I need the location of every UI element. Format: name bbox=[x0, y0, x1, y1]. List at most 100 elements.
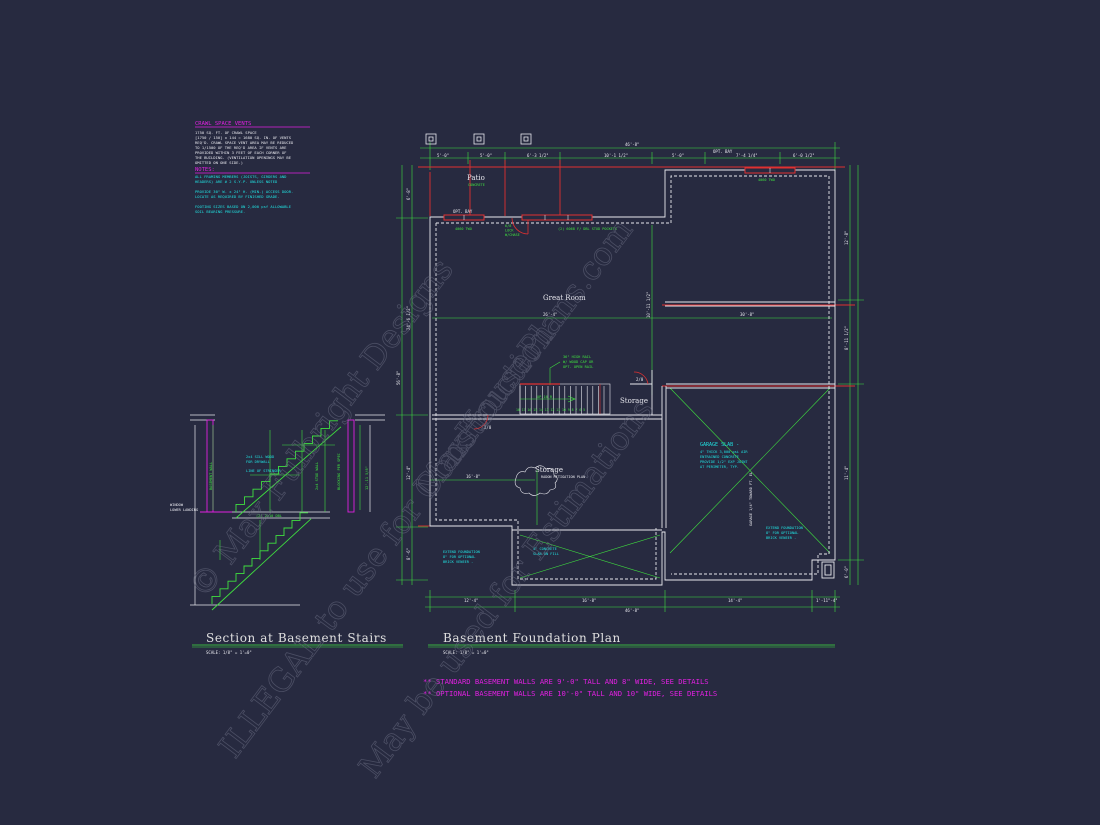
note-line: FOOTING SIZES BASED ON 2,000 psf ALLOWAB… bbox=[195, 204, 292, 209]
upper-stair-flight-stringer bbox=[235, 426, 342, 519]
dim-top-overall: 46'-8" bbox=[625, 142, 639, 147]
dim-mid-vert: 10'-11 1/2" bbox=[646, 292, 651, 319]
crawl-space-line: TO 1/1500 OF THE REQ'D AREA IF VENTS ARE bbox=[195, 145, 287, 150]
dim-mid-right: 30'-8" bbox=[740, 312, 754, 317]
bottom-notes: ** STANDARD BASEMENT WALLS ARE 9'-0" TAL… bbox=[423, 677, 717, 698]
dim-left-seg: 6'-8" bbox=[406, 188, 411, 200]
crawl-space-line: PROVIDED WITHIN 3 FEET OF EACH CORNER OF bbox=[195, 150, 287, 155]
note-line: LOCATE AS REQUIRED BY FINISHED GRADE. bbox=[195, 194, 280, 199]
dim-bottom-seg: 14'-4" bbox=[728, 598, 742, 603]
dim-top-seg: 6'-3 1/2" bbox=[527, 153, 549, 158]
dim-bottom-seg: 1'-11"-4" bbox=[816, 598, 838, 603]
crawl-space-line: 1750 SQ. FT. OF CRAWL SPACE bbox=[195, 130, 257, 135]
plan-scale: SCALE: 1/8" = 1'=0" bbox=[443, 650, 489, 655]
section-vertical-note: BASEMENT WALL bbox=[209, 462, 213, 490]
note-line: SOIL BEARING PRESSURE. bbox=[195, 209, 245, 214]
crawl-space-line: [1750 / 150] x 144 = 1680 SQ. IN. OF VEN… bbox=[195, 135, 292, 140]
garage-heading: GARAGE SLAB - bbox=[700, 442, 739, 448]
dim-top-seg: 6'-0 1/2" bbox=[793, 153, 815, 158]
dim-right-seg: 12'-8" bbox=[844, 231, 849, 245]
dim-bottom-segments: 12'-4"16'-8"14'-4"1'-11"-4" bbox=[464, 598, 838, 603]
dim-left-seg: 8'-6" bbox=[406, 548, 411, 560]
section-stair-note: (2) 2x10 DBL bbox=[256, 514, 282, 518]
landing-note-line: LOWER LANDING bbox=[170, 508, 198, 512]
dim-left-seg: 24'-6 1/2" bbox=[406, 306, 411, 330]
dim-top-seg: 5'-0" bbox=[480, 153, 492, 158]
dir-right-label: 2/0 bbox=[636, 377, 644, 382]
slab-note-line: SLAB ON FILL bbox=[533, 552, 559, 556]
garage-note-line: ENTRAINED CONCRETE bbox=[700, 455, 739, 459]
storage-right-label: Storage bbox=[620, 397, 648, 405]
crawl-space-line: OMITTED ON ONE SIDE.) bbox=[195, 160, 243, 165]
dim-top-seg: 10'-1 1/2" bbox=[604, 153, 628, 158]
dim-mid-great: 26'-4" bbox=[543, 312, 557, 317]
dim-right-seg: 8'-11 1/2" bbox=[844, 326, 849, 350]
stair-number-label: 16 17 16 15 14 13 12 11 10 9 8 7 6 5 bbox=[516, 408, 585, 412]
door-small-line: W/CHASE bbox=[505, 233, 520, 237]
dim-right-segments: 12'-8" 8'-11 1/2" 11'-4" 6'-0" bbox=[844, 231, 849, 578]
titles: Section at Basement Stairs SCALE: 1/8" =… bbox=[192, 631, 835, 655]
notes-text-block: ALL FRAMING MEMBERS (JOISTS, GIRDERS AND… bbox=[195, 174, 293, 214]
extend-left-line: EXTEND FOUNDATION bbox=[443, 550, 480, 554]
wood-note-line: 2x4 SILL WOOD bbox=[246, 455, 274, 459]
crawl-space-notes: CRAWL SPACE VENTS 1750 SQ. FT. OF CRAWL … bbox=[195, 121, 310, 214]
section-title: Section at Basement Stairs bbox=[206, 631, 387, 645]
window-top-label: 4060 TWO bbox=[758, 178, 775, 182]
standard-walls-note: ** STANDARD BASEMENT WALLS ARE 9'-0" TAL… bbox=[423, 677, 709, 686]
dim-garage: GARAGE 1/4" TOWARD FT. EL bbox=[749, 472, 753, 526]
crawl-space-heading: CRAWL SPACE VENTS bbox=[195, 121, 251, 127]
garage-note-line: AT PERIMETER, TYP. bbox=[700, 465, 739, 469]
rail-note-line: OPT. OPEN RAIL bbox=[563, 365, 593, 369]
rail-note-line: W/ WOOD CAP OR bbox=[563, 360, 594, 364]
patio-label: Patio bbox=[467, 174, 485, 182]
extend-left-line: 8" FOR OPTIONAL bbox=[443, 555, 475, 559]
dir-left-label: 2/0 bbox=[484, 425, 492, 430]
optional-walls-note: ** OPTIONAL BASEMENT WALLS ARE 10'-0" TA… bbox=[423, 689, 717, 698]
dim-right-seg: 6'-0" bbox=[844, 566, 849, 578]
extend-right-line: EXTEND FOUNDATION bbox=[766, 526, 803, 530]
dim-top-seg: 5'-0" bbox=[672, 153, 684, 158]
window-left-label: 4060 TWO bbox=[455, 227, 472, 231]
rail-note-line: 36" HIGH RAIL bbox=[563, 355, 591, 359]
note-line: HEADERS) ARE # 2 S.Y.P. UNLESS NOTED bbox=[195, 179, 278, 184]
radon-cloud bbox=[514, 465, 558, 496]
watermark-line-1: © Max Fulbright Designs bbox=[181, 251, 461, 605]
opt-bay-left-label: OPT. BAY bbox=[453, 209, 473, 214]
opt-bay-top-label: OPT. BAY bbox=[713, 149, 733, 154]
garage-note-line: 4" THICK 3,000 psi AIR bbox=[700, 450, 748, 454]
section-scale: SCALE: 1/8" = 1'=0" bbox=[206, 650, 252, 655]
note-line: PROVIDE 30" W. x 24" H. (MIN.) ACCESS DO… bbox=[195, 189, 293, 194]
door-small-line: 6/8 bbox=[505, 224, 511, 228]
watermark: © Max Fulbright Designs ILLEGAL to use f… bbox=[181, 211, 662, 785]
line-stringer-label: LINE OF STRINGER bbox=[246, 469, 281, 473]
dim-bottom-overall: 46'-8" bbox=[625, 608, 639, 613]
extend-left-line: BRICK VENEER - bbox=[443, 560, 473, 564]
door-mid-label: (2) 6068 F/ DBL STUD POCKETS bbox=[558, 227, 617, 231]
dim-bottom-seg: 16'-8" bbox=[582, 598, 596, 603]
plan-title: Basement Foundation Plan bbox=[443, 631, 621, 645]
notes-heading: NOTES: bbox=[195, 167, 215, 173]
dim-top-seg: 7'-4 1/4" bbox=[736, 153, 758, 158]
radon-label: RADON MITIGATION PLAN bbox=[541, 475, 585, 479]
landing-note-line: WINDOW bbox=[170, 503, 184, 507]
dim-right-seg: 11'-4" bbox=[844, 466, 849, 480]
dim-left-overall: 56'-8" bbox=[396, 371, 401, 385]
watermark-line-4: May be used for Estimations bbox=[351, 391, 661, 785]
extend-right-line: 8" FOR OPTIONAL bbox=[766, 531, 798, 535]
section-vertical-note: 12'-11 5/8" bbox=[365, 466, 369, 490]
patio-sub-label: CONCRETE bbox=[468, 183, 485, 187]
window-door-mid bbox=[521, 214, 593, 221]
dim-left-seg: 12'-4" bbox=[406, 466, 411, 480]
note-line: ALL FRAMING MEMBERS (JOISTS, GIRDERS AND bbox=[195, 174, 287, 179]
lower-stair-flight-stringer bbox=[211, 518, 312, 611]
storage-lower-label: Storage bbox=[535, 466, 563, 474]
crawl-space-line: REQ'D. CRAWL SPACE VENT AREA MAY BE REDU… bbox=[195, 140, 294, 145]
